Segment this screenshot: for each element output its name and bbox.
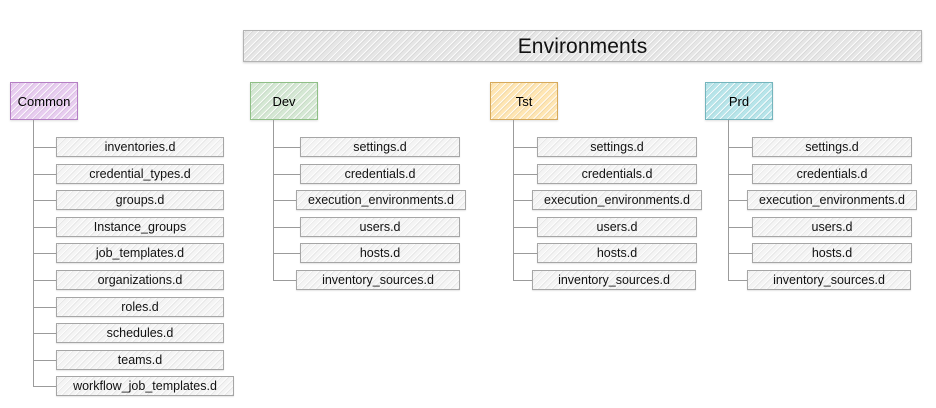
group-box-common[interactable]: Common (10, 82, 78, 120)
leaf-box-label: users.d (811, 219, 853, 234)
leaf-box[interactable]: schedules.d (56, 323, 224, 344)
tree-connector (728, 226, 752, 228)
leaf-box-label: inventory_sources.d (322, 273, 434, 287)
leaf-box-label: inventory_sources.d (773, 273, 885, 287)
leaf-box-label: Instance_groups (93, 219, 187, 234)
tree-connector (273, 173, 300, 175)
leaf-box-label: job_templates.d (95, 246, 185, 261)
leaf-box-label: inventories.d (104, 140, 176, 154)
leaf-box[interactable]: execution_environments.d (747, 190, 917, 211)
tree-connector (33, 226, 56, 228)
leaf-box[interactable]: workflow_job_templates.d (56, 376, 234, 397)
tree-connector (728, 173, 752, 175)
leaf-box[interactable]: credentials.d (300, 163, 460, 184)
leaf-box-label: credentials.d (796, 166, 868, 181)
leaf-box-label: groups.d (115, 193, 165, 208)
leaf-box[interactable]: Instance_groups (56, 216, 224, 237)
tree-connector (728, 147, 752, 148)
leaf-box-label: credentials.d (581, 166, 653, 181)
leaf-box-label: inventory_sources.d (558, 273, 670, 287)
leaf-box[interactable]: inventory_sources.d (296, 270, 460, 290)
leaf-box[interactable]: execution_environments.d (296, 190, 466, 211)
tree-connector (273, 226, 300, 228)
leaf-box-label: hosts.d (359, 246, 401, 261)
leaf-box[interactable]: hosts.d (752, 243, 912, 264)
leaf-box[interactable]: job_templates.d (56, 243, 224, 264)
tree-connector (728, 253, 752, 255)
tree-connector (273, 200, 296, 202)
leaf-box-label: credential_types.d (89, 166, 191, 181)
group-box-label: Common (17, 93, 71, 109)
leaf-box[interactable]: organizations.d (56, 270, 224, 290)
leaf-box-label: roles.d (121, 299, 159, 314)
leaf-box[interactable]: roles.d (56, 296, 224, 317)
tree-connector (513, 147, 537, 148)
leaf-box[interactable]: users.d (752, 216, 912, 237)
leaf-box-label: settings.d (590, 140, 644, 154)
tree-connector (513, 226, 537, 228)
tree-trunk-prd (728, 120, 729, 280)
leaf-box-label: execution_environments.d (759, 193, 905, 208)
environments-banner: Environments (243, 30, 922, 62)
leaf-box[interactable]: inventories.d (56, 137, 224, 157)
leaf-box[interactable]: credentials.d (537, 163, 697, 184)
leaf-box-label: users.d (359, 219, 401, 234)
tree-connector (513, 200, 532, 202)
group-box-label: Dev (272, 93, 296, 109)
tree-connector (273, 253, 300, 255)
leaf-box[interactable]: credentials.d (752, 163, 912, 184)
group-box-label: Prd (728, 93, 750, 109)
leaf-box[interactable]: inventory_sources.d (532, 270, 696, 290)
leaf-box-label: teams.d (117, 352, 163, 367)
leaf-box-label: credentials.d (344, 166, 416, 181)
tree-connector (273, 147, 300, 148)
leaf-box[interactable]: settings.d (537, 137, 697, 157)
tree-connector (33, 200, 56, 202)
tree-connector (33, 147, 56, 148)
tree-connector (513, 253, 537, 255)
tree-connector (33, 280, 56, 281)
group-box-tst[interactable]: Tst (490, 82, 558, 120)
tree-connector (513, 173, 537, 175)
leaf-box-label: hosts.d (596, 246, 638, 261)
tree-connector (33, 359, 56, 361)
leaf-box-label: organizations.d (97, 273, 183, 287)
leaf-box[interactable]: users.d (300, 216, 460, 237)
tree-connector (728, 200, 747, 202)
tree-connector (273, 280, 296, 281)
group-box-dev[interactable]: Dev (250, 82, 318, 120)
leaf-box[interactable]: settings.d (752, 137, 912, 157)
leaf-box-label: execution_environments.d (308, 193, 454, 208)
leaf-box-label: settings.d (353, 140, 407, 154)
leaf-box-label: schedules.d (106, 326, 174, 341)
leaf-box-label: workflow_job_templates.d (73, 379, 217, 394)
tree-connector (33, 306, 56, 308)
leaf-box[interactable]: hosts.d (537, 243, 697, 264)
environments-banner-label: Environments (517, 34, 648, 58)
leaf-box[interactable]: users.d (537, 216, 697, 237)
leaf-box[interactable]: hosts.d (300, 243, 460, 264)
leaf-box[interactable]: groups.d (56, 190, 224, 211)
tree-trunk-dev (273, 120, 274, 280)
tree-connector (728, 280, 747, 281)
tree-connector (33, 173, 56, 175)
tree-trunk-common (33, 120, 34, 387)
tree-trunk-tst (513, 120, 514, 280)
group-box-label: Tst (515, 93, 533, 109)
tree-connector (33, 333, 56, 335)
leaf-box[interactable]: credential_types.d (56, 163, 224, 184)
leaf-box-label: settings.d (805, 140, 859, 154)
leaf-box[interactable]: teams.d (56, 349, 224, 370)
tree-connector (33, 386, 56, 388)
leaf-box[interactable]: settings.d (300, 137, 460, 157)
leaf-box-label: execution_environments.d (544, 193, 690, 208)
leaf-box[interactable]: execution_environments.d (532, 190, 702, 211)
leaf-box-label: hosts.d (811, 246, 853, 261)
tree-connector (33, 253, 56, 255)
tree-connector (513, 280, 532, 281)
leaf-box[interactable]: inventory_sources.d (747, 270, 911, 290)
group-box-prd[interactable]: Prd (705, 82, 773, 120)
leaf-box-label: users.d (596, 219, 638, 234)
